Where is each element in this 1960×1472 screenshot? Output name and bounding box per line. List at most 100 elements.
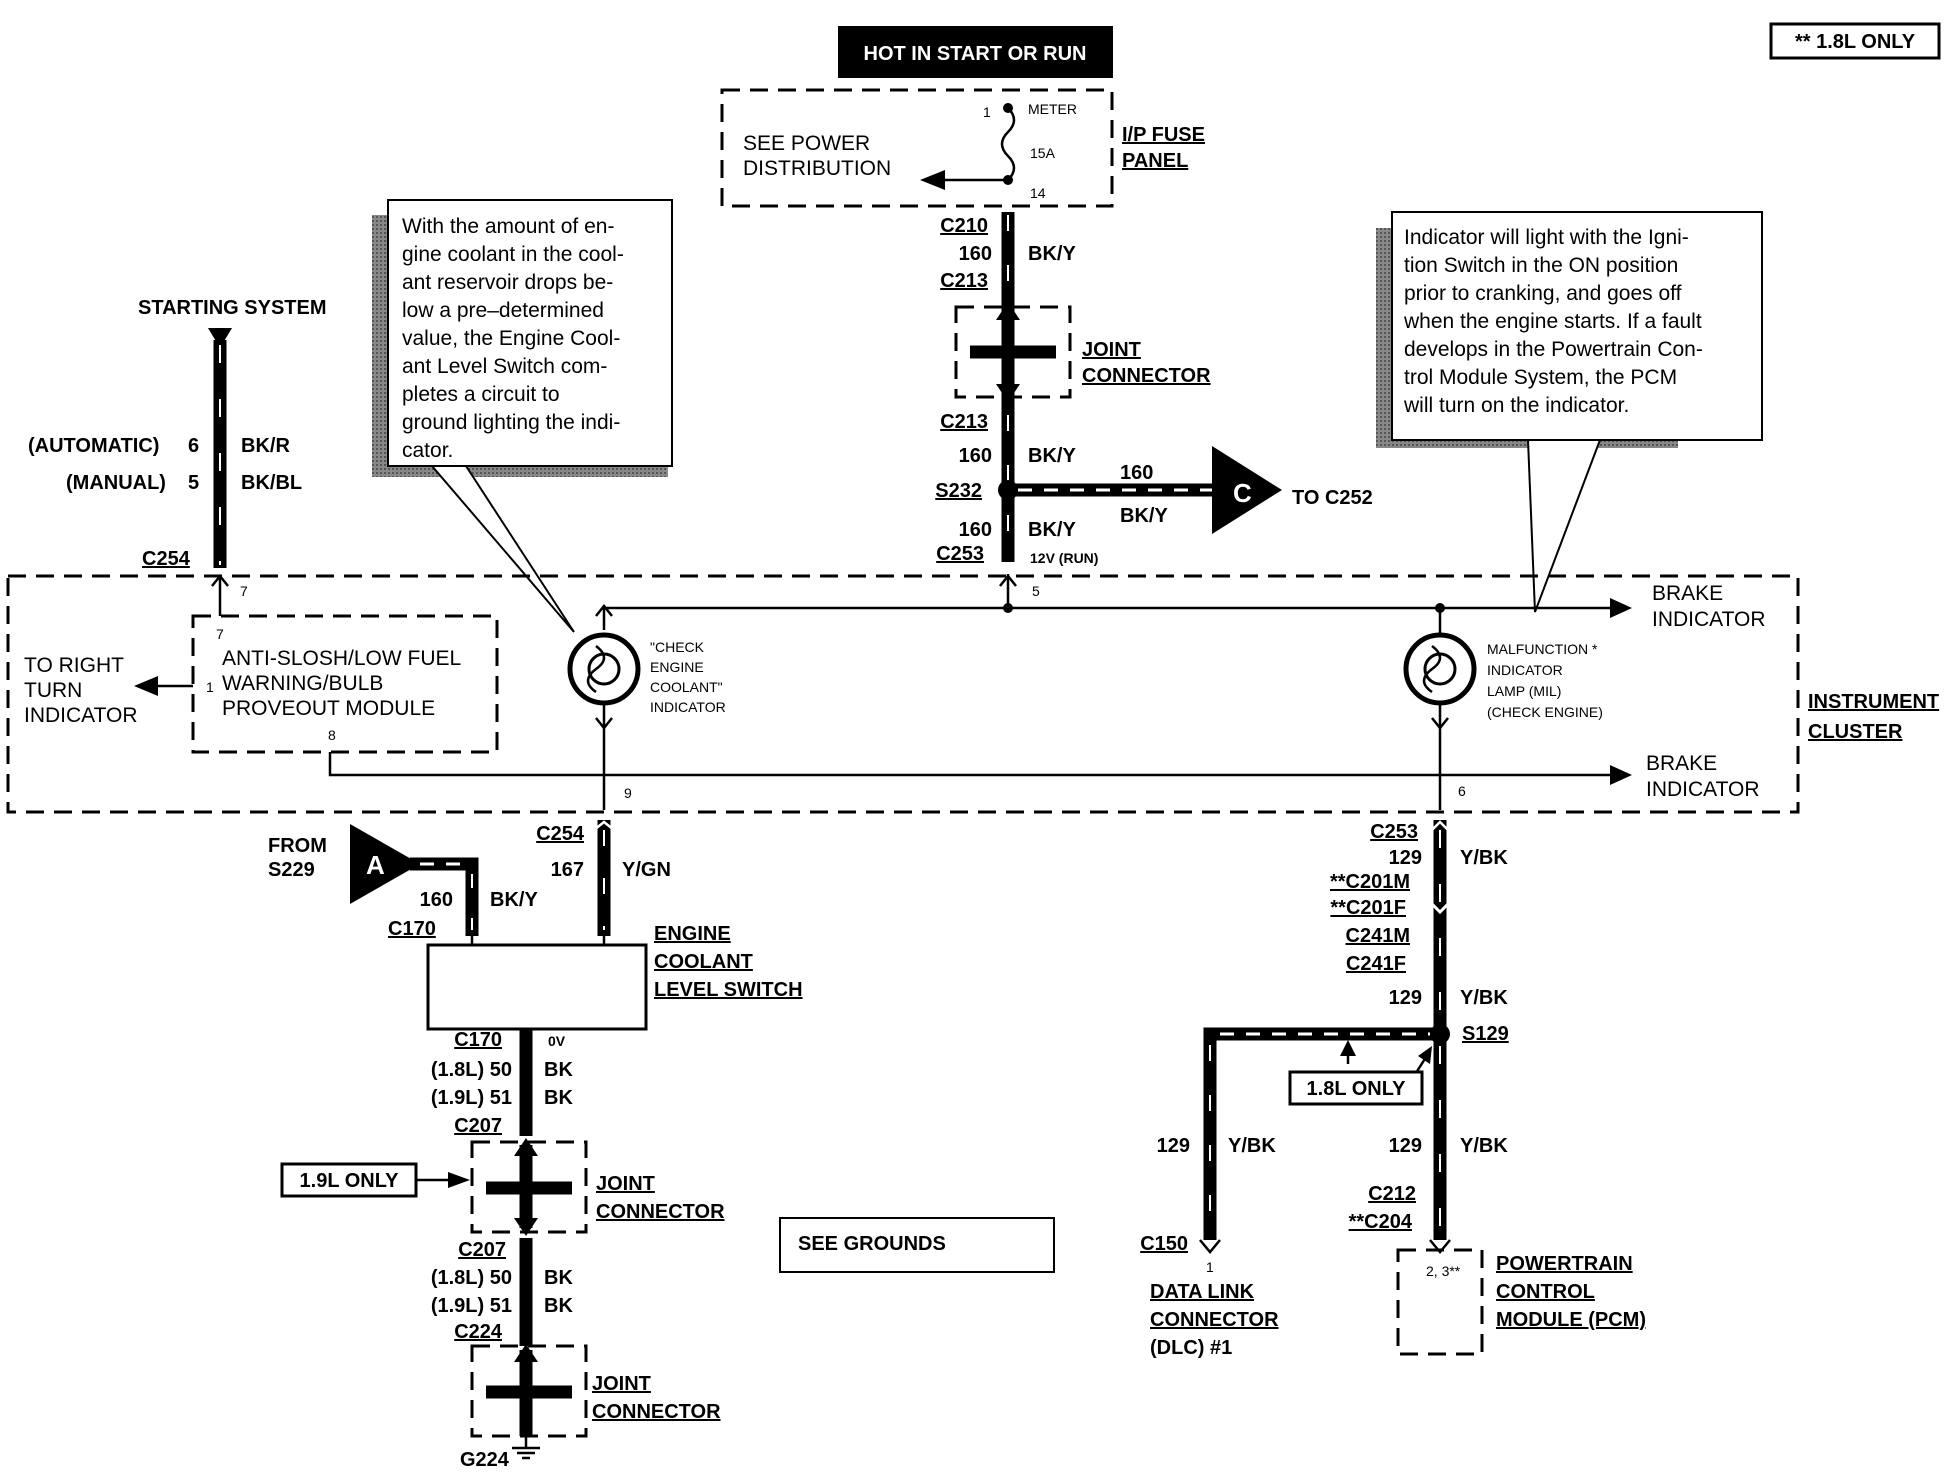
- see-grounds-box: [779, 1217, 1055, 1273]
- starting-system-label: STARTING SYSTEM: [138, 297, 327, 319]
- center-wire1-num: 160: [959, 243, 992, 265]
- instrument-cluster-title-1: INSTRUMENT: [1808, 691, 1939, 713]
- fuse-terminal-top: [1003, 103, 1013, 113]
- module-pin8: 8: [328, 727, 336, 743]
- center-wire1-color: BK/Y: [1028, 243, 1076, 265]
- coolant-note-text: With the amount of en- gine coolant in t…: [402, 215, 624, 462]
- l19a-color: BK: [544, 1087, 573, 1109]
- fuse-amps: 15A: [1030, 145, 1056, 161]
- starting-system-arrow: [208, 328, 232, 348]
- center-wire2-num: 160: [959, 445, 992, 467]
- pcm-label-3: MODULE (PCM): [1496, 1309, 1646, 1331]
- ground-joint-label-1: JOINT: [592, 1373, 651, 1395]
- mil-label-3: LAMP (MIL): [1487, 683, 1561, 699]
- a-marker-arrow: [350, 824, 420, 904]
- c-marker-arrow: [1212, 446, 1282, 534]
- fuse-panel-box: [720, 88, 1114, 208]
- w129d-num: 129: [1389, 1135, 1422, 1157]
- brake-bottom-1: BRAKE: [1646, 752, 1717, 775]
- svg-text:ant reservoir drops be-: ant reservoir drops be-: [402, 271, 613, 294]
- manual-label: (MANUAL): [66, 472, 166, 494]
- c253-right-label: C253: [1370, 821, 1418, 843]
- c253-center-label: C253: [936, 543, 984, 565]
- anti-slosh-label-3: PROVEOUT MODULE: [222, 697, 435, 720]
- engine-coolant-level-switch: [426, 943, 648, 1031]
- svg-text:low a pre–determined: low a pre–determined: [402, 299, 604, 322]
- w129c-num: 129: [1157, 1135, 1190, 1157]
- to-right-turn-arrowhead: [134, 676, 158, 696]
- module-pin1: 1: [206, 679, 214, 695]
- w129c-color: Y/BK: [1228, 1135, 1276, 1157]
- distribution-arrowhead: [920, 170, 945, 190]
- c170-top-label: C170: [388, 918, 436, 940]
- hot-in-start-run-banner: [838, 26, 1113, 78]
- joint-connector-left-box: [470, 1140, 588, 1234]
- c170-bot-label: C170: [454, 1029, 502, 1051]
- check-coolant-label-4: INDICATOR: [650, 699, 726, 715]
- see-power-label: SEE POWER: [743, 132, 870, 155]
- check-coolant-label-1: "CHECK: [650, 639, 705, 655]
- w160-num: 160: [420, 889, 453, 911]
- center-joint-label-1: JOINT: [1082, 339, 1141, 361]
- left-joint-label-2: CONNECTOR: [596, 1201, 725, 1223]
- c207-bot-label: C207: [458, 1239, 506, 1261]
- l19b-label: (1.9L) 51: [431, 1295, 512, 1317]
- mil-label-2: INDICATOR: [1487, 662, 1563, 678]
- svg-text:With the amount of en-: With the amount of en-: [402, 215, 614, 238]
- pin7-outer: 7: [240, 583, 248, 599]
- switch-label-1: ENGINE: [654, 923, 731, 945]
- from-label: FROM: [268, 835, 327, 857]
- svg-text:when the engine starts. If a f: when the engine starts. If a fault: [1403, 310, 1702, 333]
- pin5-label: 5: [1032, 583, 1040, 599]
- svg-text:will turn on the indicator.: will turn on the indicator.: [1403, 394, 1629, 417]
- brake-top-2: INDICATOR: [1652, 608, 1766, 631]
- anti-slosh-label-2: WARNING/BULB: [222, 672, 383, 695]
- left-joint-label-1: JOINT: [596, 1173, 655, 1195]
- instrument-cluster-box: [6, 574, 1800, 814]
- center-wire3-color: BK/Y: [1028, 519, 1076, 541]
- anti-slosh-module: [191, 614, 499, 754]
- l18b-label: (1.8L) 50: [431, 1267, 512, 1289]
- g224-label: G224: [460, 1449, 510, 1471]
- pcm-box: [1396, 1248, 1484, 1356]
- svg-text:gine coolant in the cool-: gine coolant in the cool-: [402, 243, 624, 266]
- mil-note-pointer: [1526, 439, 1602, 613]
- mil-note-box: [1391, 211, 1763, 441]
- dlc-label-1: DATA LINK: [1150, 1281, 1255, 1303]
- only-18-label: 1.8L ONLY: [1307, 1078, 1407, 1100]
- svg-text:trol Module System, the PCM: trol Module System, the PCM: [1404, 366, 1677, 389]
- c241m-label: C241M: [1346, 925, 1410, 947]
- svg-text:ant Level Switch com-: ant Level Switch com-: [402, 355, 607, 378]
- c201f-label: **C201F: [1330, 897, 1406, 919]
- note-box: [1769, 22, 1941, 60]
- l19b-color: BK: [544, 1295, 573, 1317]
- mil-label-1: MALFUNCTION *: [1487, 641, 1598, 657]
- ground-joint-label-2: CONNECTOR: [592, 1401, 721, 1423]
- branch-wire-num: 160: [1120, 462, 1153, 484]
- c254-lower-label: C254: [536, 823, 585, 845]
- center-wire2-color: BK/Y: [1028, 445, 1076, 467]
- to-right-turn-2: TURN: [24, 679, 82, 702]
- w129a-num: 129: [1389, 847, 1422, 869]
- c212-label: C212: [1368, 1183, 1416, 1205]
- fuse-pin-out: 14: [1030, 185, 1046, 201]
- w167-num: 167: [551, 859, 584, 881]
- fuse-panel-title-2: PANEL: [1122, 150, 1188, 172]
- see-grounds-label: SEE GROUNDS: [798, 1233, 946, 1255]
- to-right-turn-3: INDICATOR: [24, 704, 138, 727]
- l19a-label: (1.9L) 51: [431, 1087, 512, 1109]
- automatic-color: BK/R: [241, 435, 290, 457]
- center-wire3-num: 160: [959, 519, 992, 541]
- fuse-meter: METER: [1028, 101, 1077, 117]
- center-joint-label-2: CONNECTOR: [1082, 365, 1211, 387]
- w167-color: Y/GN: [622, 859, 671, 881]
- only-18-box: [1288, 1070, 1424, 1106]
- instrument-cluster-title-2: CLUSTER: [1808, 721, 1903, 743]
- pin7-inner: 7: [216, 626, 224, 642]
- c213a-label: C213: [940, 270, 988, 292]
- w129a-color: Y/BK: [1460, 847, 1508, 869]
- c-marker-letter: C: [1233, 478, 1252, 508]
- anti-slosh-label-1: ANTI-SLOSH/LOW FUEL: [222, 647, 461, 670]
- to-c252-label: TO C252: [1292, 487, 1373, 509]
